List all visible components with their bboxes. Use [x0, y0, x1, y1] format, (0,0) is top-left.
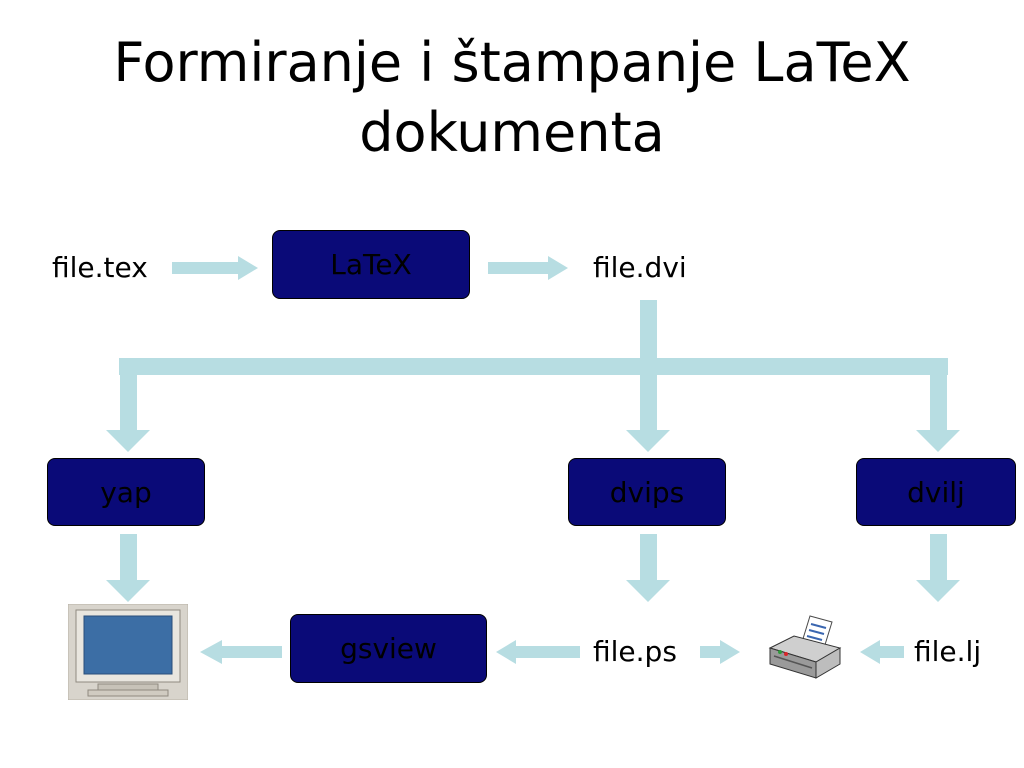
- arrow-to-dvilj: [916, 375, 960, 452]
- dvips-box: dvips: [568, 458, 726, 526]
- arrow-dvips-to-ps: [626, 534, 670, 602]
- file-ps-label: file.ps: [593, 635, 677, 668]
- arrow-tex-to-latex: [172, 256, 258, 280]
- file-tex-label: file.tex: [52, 251, 148, 284]
- arrow-gsview-to-monitor: [200, 640, 282, 664]
- dvilj-box-label: dvilj: [907, 475, 965, 509]
- yap-box: yap: [47, 458, 205, 526]
- title-line-2: dokumenta: [359, 101, 665, 164]
- monitor-icon: [68, 604, 188, 700]
- arrow-dvilj-to-lj: [916, 534, 960, 602]
- latex-box-label: LaTeX: [330, 248, 412, 281]
- title-line-1: Formiranje i štampanje LaTeX: [113, 31, 911, 94]
- arrow-ps-to-printer: [700, 640, 740, 664]
- connector-dvi-stem: [640, 300, 657, 360]
- arrow-lj-to-printer: [860, 640, 904, 664]
- gsview-box-label: gsview: [340, 632, 437, 665]
- printer-icon: [768, 615, 842, 679]
- arrow-latex-to-dvi: [488, 256, 568, 280]
- file-dvi-label: file.dvi: [593, 251, 687, 284]
- latex-box: LaTeX: [272, 230, 470, 299]
- gsview-box: gsview: [290, 614, 487, 683]
- arrow-yap-to-monitor: [106, 534, 150, 602]
- file-lj-label: file.lj: [914, 635, 982, 668]
- yap-box-label: yap: [100, 475, 152, 509]
- arrow-ps-to-gsview: [496, 640, 580, 664]
- page-title: Formiranje i štampanje LaTeX dokumenta: [0, 28, 1024, 168]
- arrow-to-dvips: [626, 375, 670, 452]
- dvips-box-label: dvips: [609, 475, 685, 509]
- arrow-to-yap: [106, 375, 150, 452]
- connector-horizontal-bar: [119, 358, 948, 375]
- dvilj-box: dvilj: [856, 458, 1016, 526]
